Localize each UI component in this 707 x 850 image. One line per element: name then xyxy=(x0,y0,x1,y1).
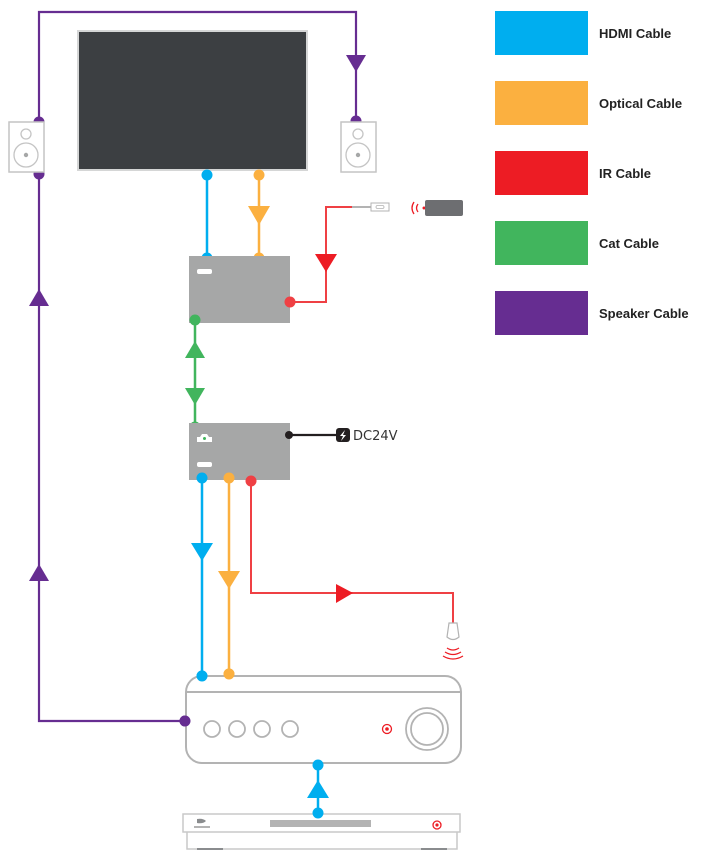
television xyxy=(77,30,308,171)
legend-label: Cat Cable xyxy=(599,236,659,251)
optical-cable-bottom xyxy=(218,472,240,680)
legend-label: HDMI Cable xyxy=(599,26,672,41)
hdmi-cable-top xyxy=(201,169,213,264)
legend-item-ir: IR Cable xyxy=(495,151,707,195)
legend-item-optical: Optical Cable xyxy=(495,81,707,125)
speaker-arrow-up-1 xyxy=(29,289,49,306)
hdbaset-transmitter xyxy=(189,423,290,480)
ir-cable-bottom xyxy=(245,475,454,623)
hdbaset-receiver xyxy=(189,256,290,323)
cat-cable xyxy=(185,314,205,433)
legend-label: IR Cable xyxy=(599,166,652,181)
legend-swatch xyxy=(495,81,588,125)
right-speaker xyxy=(340,121,377,173)
legend-item-cat: Cat Cable xyxy=(495,221,707,265)
ir-arrow-right xyxy=(336,584,353,603)
hdmi-cable-bottom xyxy=(191,472,213,682)
power-cable: DC24V xyxy=(285,428,398,444)
optical-cable-top xyxy=(248,169,270,264)
hdmi-arrow-down xyxy=(191,543,213,561)
ir-receiver-eye xyxy=(352,202,390,212)
legend-swatch xyxy=(495,151,588,195)
av-receiver xyxy=(185,675,462,764)
optical-arrow-down xyxy=(218,571,240,589)
legend-swatch xyxy=(495,291,588,335)
cat-arrow-up xyxy=(185,341,205,358)
ir-cable-top xyxy=(284,206,352,308)
ir-sensor-icon xyxy=(381,723,393,735)
legend-swatch xyxy=(495,11,588,55)
left-speaker xyxy=(8,121,45,173)
volume-knob xyxy=(405,707,449,751)
legend-label: Optical Cable xyxy=(599,96,683,111)
power-button-icon xyxy=(432,820,442,830)
legend-label: Speaker Cable xyxy=(599,306,689,321)
cat-arrow-down xyxy=(185,388,205,405)
hdmi-arrow-up xyxy=(307,780,329,798)
bluray-player xyxy=(182,813,461,850)
legend-item-hdmi: HDMI Cable xyxy=(495,11,707,55)
legend-item-speaker: Speaker Cable xyxy=(495,291,707,335)
power-label: DC24V xyxy=(353,429,398,444)
ir-emitter xyxy=(442,622,464,660)
speaker-arrow-down xyxy=(346,55,366,72)
remote-control xyxy=(411,200,463,216)
ir-arrow-down xyxy=(315,254,337,272)
optical-arrow-down xyxy=(248,206,270,225)
legend-swatch xyxy=(495,221,588,265)
bluray-logo-icon xyxy=(197,818,206,824)
hdmi-cable-source xyxy=(307,765,329,813)
speaker-cable-left xyxy=(37,174,185,723)
speaker-arrow-up-2 xyxy=(29,564,49,581)
